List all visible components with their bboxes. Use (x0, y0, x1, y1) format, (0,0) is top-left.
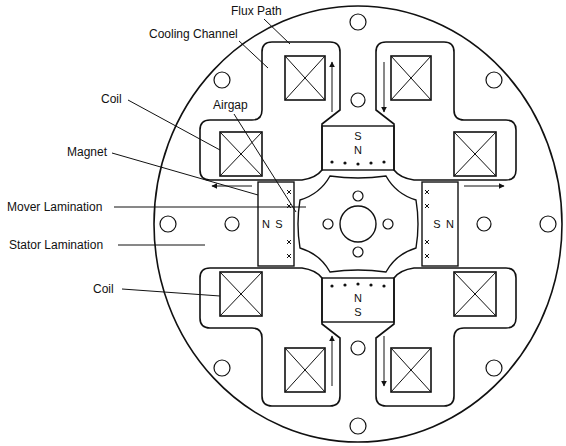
part-label: Coil (92, 282, 115, 296)
pole-letter: S (275, 218, 282, 231)
pole-letter: S (354, 306, 361, 319)
part-label: Cooling Channel (148, 27, 239, 41)
pole-letter: N (446, 218, 454, 231)
part-label: Airgap (212, 98, 249, 112)
pole-letter: N (354, 292, 362, 305)
part-label: Flux Path (230, 4, 283, 18)
part-label: Mover Lamination (6, 200, 103, 214)
pole-letter: N (262, 218, 270, 231)
part-label: Coil (100, 92, 123, 106)
pole-letter: S (354, 130, 361, 143)
part-label: Magnet (66, 145, 108, 159)
pole-letter: N (354, 144, 362, 157)
pole-letter: S (433, 218, 440, 231)
part-label: Stator Lamination (8, 238, 104, 252)
